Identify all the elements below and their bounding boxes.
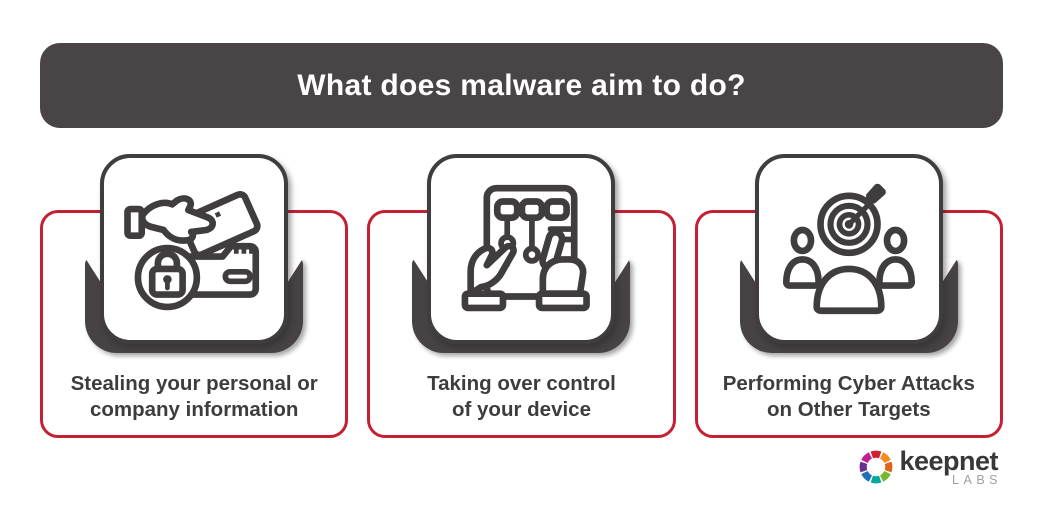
icon-frame xyxy=(85,154,304,353)
page-title: What does malware aim to do? xyxy=(297,68,746,102)
keepnet-labs-text: LABS xyxy=(952,473,1002,487)
card-label: Stealing your personal or company inform… xyxy=(70,372,318,421)
card-stealing-information: Stealing your personal or company inform… xyxy=(40,154,349,438)
keepnet-logo-icon xyxy=(860,450,893,484)
card-label: Performing Cyber Attacks on Other Target… xyxy=(722,372,975,421)
header-bar: What does malware aim to do? xyxy=(40,43,1003,128)
malware-goals-cards: Stealing your personal or company inform… xyxy=(40,154,1003,438)
people-target-dart-icon xyxy=(754,154,943,344)
hands-controlling-tablet-icon xyxy=(427,154,616,344)
card-device-control: Taking over control of your device xyxy=(367,154,676,438)
icon-frame xyxy=(739,154,958,353)
card-cyber-attacks: Performing Cyber Attacks on Other Target… xyxy=(694,154,1003,438)
icon-frame xyxy=(412,154,631,353)
hand-stealing-locked-files-icon xyxy=(100,154,289,344)
keepnet-brand-text: keepnet xyxy=(899,446,998,476)
keepnet-logo-text: keepnet LABS xyxy=(899,447,998,487)
keepnet-logo: keepnet LABS xyxy=(857,447,998,487)
card-label: Taking over control of your device xyxy=(427,372,616,421)
